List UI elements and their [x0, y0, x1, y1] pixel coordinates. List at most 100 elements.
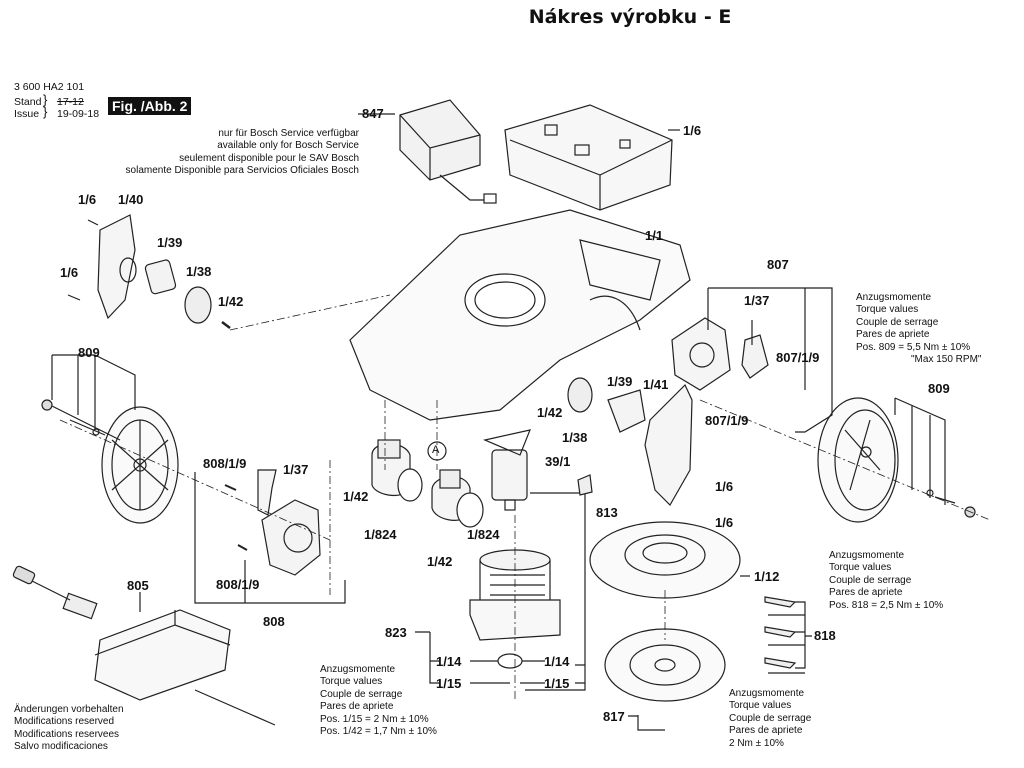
- label-1-42[interactable]: 1/42: [537, 405, 563, 420]
- label-1-15[interactable]: 1/15: [544, 676, 570, 691]
- wheel-motor-right: [431, 469, 484, 528]
- torque-line: "Max 150 RPM": [911, 354, 982, 366]
- torque-line: Torque values: [829, 562, 892, 574]
- figure-badge: Fig. /Abb. 2: [108, 97, 192, 115]
- torque-line: Couple de serrage: [320, 688, 403, 700]
- torque-line: Anzugsmomente: [729, 688, 805, 699]
- height-adjuster-823: [469, 549, 561, 641]
- main-housing: [349, 209, 691, 421]
- deck-1-12: [589, 521, 741, 599]
- service-note-line: nur für Bosch Service verfügbar: [218, 128, 359, 139]
- wheel-right: [817, 397, 899, 523]
- label-39-1[interactable]: 39/1: [545, 454, 571, 469]
- wheel-left: [101, 406, 179, 524]
- gear-cover-1-40: [97, 214, 136, 320]
- torque-note-817: Anzugsmomente Torque values Couple de se…: [729, 688, 811, 750]
- torque-line: Pares de apriete: [856, 329, 930, 341]
- brace: }: [43, 92, 48, 107]
- control-board: [504, 104, 673, 211]
- label-808-1-9[interactable]: 808/1/9: [203, 456, 247, 471]
- label-808[interactable]: 808: [263, 614, 285, 629]
- service-note: nur für Bosch Service verfügbar availabl…: [126, 128, 359, 178]
- torque-note-818: Anzugsmomente Torque values Couple de se…: [829, 550, 943, 612]
- label-1-6[interactable]: 1/6: [715, 515, 734, 530]
- service-note-line: seulement disponible pour le SAV Bosch: [179, 152, 359, 164]
- label-1-15[interactable]: 1/15: [436, 676, 462, 691]
- blades-818: [764, 596, 797, 669]
- label-1-14[interactable]: 1/14: [436, 654, 462, 669]
- label-1-38[interactable]: 1/38: [562, 430, 588, 445]
- label-a[interactable]: A: [432, 444, 440, 456]
- label-807-1-9[interactable]: 807/1/9: [705, 413, 749, 428]
- torque-line: Torque values: [729, 700, 792, 712]
- label-809[interactable]: 809: [928, 381, 950, 396]
- label-1-824[interactable]: 1/824: [364, 527, 397, 542]
- footer-line: Modifications reservees: [14, 728, 120, 740]
- footer-note: Änderungen vorbehalten Modifications res…: [14, 704, 124, 754]
- label-1-37[interactable]: 1/37: [744, 293, 770, 308]
- label-807-1-9[interactable]: 807/1/9: [776, 350, 820, 365]
- label-1-41[interactable]: 1/41: [643, 377, 669, 392]
- label-1-6[interactable]: 1/6: [78, 192, 97, 207]
- label-1-42[interactable]: 1/42: [343, 489, 369, 504]
- label-1-6[interactable]: 1/6: [715, 479, 734, 494]
- torque-line: Anzugsmomente: [856, 292, 932, 303]
- label-1-42[interactable]: 1/42: [218, 294, 244, 309]
- label-1-37[interactable]: 1/37: [283, 462, 309, 477]
- label-823[interactable]: 823: [385, 625, 407, 640]
- issue-value: 19-09-18: [57, 108, 100, 120]
- footer-line: Änderungen vorbehalten: [14, 704, 124, 715]
- label-818[interactable]: 818: [814, 628, 836, 643]
- gearbox-808: [257, 469, 321, 576]
- footer-line: Modifications reserved: [14, 716, 115, 728]
- torque-line: Pares de apriete: [320, 701, 394, 713]
- label-1-12[interactable]: 1/12: [754, 569, 780, 584]
- label-1-6[interactable]: 1/6: [683, 123, 702, 138]
- label-813[interactable]: 813: [596, 505, 618, 520]
- stand-label: Stand: [14, 96, 42, 108]
- torque-line: Pos. 809 = 5,5 Nm ± 10%: [856, 341, 971, 353]
- torque-note-809: Anzugsmomente Torque values Couple de se…: [856, 292, 981, 366]
- gearbox-807: [671, 317, 769, 391]
- service-note-line: solamente Disponible para Servicios Ofic…: [125, 165, 359, 177]
- issue-label: Issue: [14, 108, 40, 120]
- label-1-6[interactable]: 1/6: [60, 265, 79, 280]
- label-1-40[interactable]: 1/40: [118, 192, 144, 207]
- torque-line: Pos. 818 = 2,5 Nm ± 10%: [829, 599, 944, 611]
- label-1-39[interactable]: 1/39: [157, 235, 183, 250]
- torque-line: Couple de serrage: [829, 574, 912, 586]
- stand-value: 17-12: [57, 96, 84, 108]
- torque-line: 2 Nm ± 10%: [729, 737, 784, 749]
- label-808-1-9[interactable]: 808/1/9: [216, 577, 260, 592]
- torque-line: Pares de apriete: [829, 587, 903, 599]
- wheel-motor-left: [371, 439, 423, 502]
- blade-motor-813: [483, 429, 531, 511]
- label-1-1[interactable]: 1/1: [645, 228, 664, 243]
- torque-line: Couple de serrage: [856, 316, 939, 328]
- label-1-38[interactable]: 1/38: [186, 264, 212, 279]
- charger-805: [12, 565, 276, 726]
- label-807[interactable]: 807: [767, 257, 789, 272]
- torque-line: Anzugsmomente: [829, 550, 905, 561]
- battery-pack-847: [399, 99, 497, 204]
- part-number: 3 600 HA2 101: [14, 81, 85, 93]
- service-note-line: available only for Bosch Service: [217, 140, 359, 152]
- label-817[interactable]: 817: [603, 709, 625, 724]
- torque-line: Pares de apriete: [729, 725, 803, 737]
- torque-line: Anzugsmomente: [320, 664, 396, 675]
- torque-line: Torque values: [856, 304, 919, 316]
- label-1-39[interactable]: 1/39: [607, 374, 633, 389]
- label-847[interactable]: 847: [362, 106, 384, 121]
- label-805[interactable]: 805: [127, 578, 149, 593]
- torque-note-1-15: Anzugsmomente Torque values Couple de se…: [320, 664, 437, 738]
- torque-line: Torque values: [320, 676, 383, 688]
- label-1-824[interactable]: 1/824: [467, 527, 500, 542]
- label-809[interactable]: 809: [78, 345, 100, 360]
- label-1-42[interactable]: 1/42: [427, 554, 453, 569]
- torque-line: Pos. 1/15 = 2 Nm ± 10%: [320, 713, 429, 725]
- label-1-14[interactable]: 1/14: [544, 654, 570, 669]
- page-title: Nákres výrobku - E: [528, 6, 732, 28]
- footer-line: Salvo modificaciones: [14, 741, 108, 753]
- torque-line: Pos. 1/42 = 1,7 Nm ± 10%: [320, 726, 437, 738]
